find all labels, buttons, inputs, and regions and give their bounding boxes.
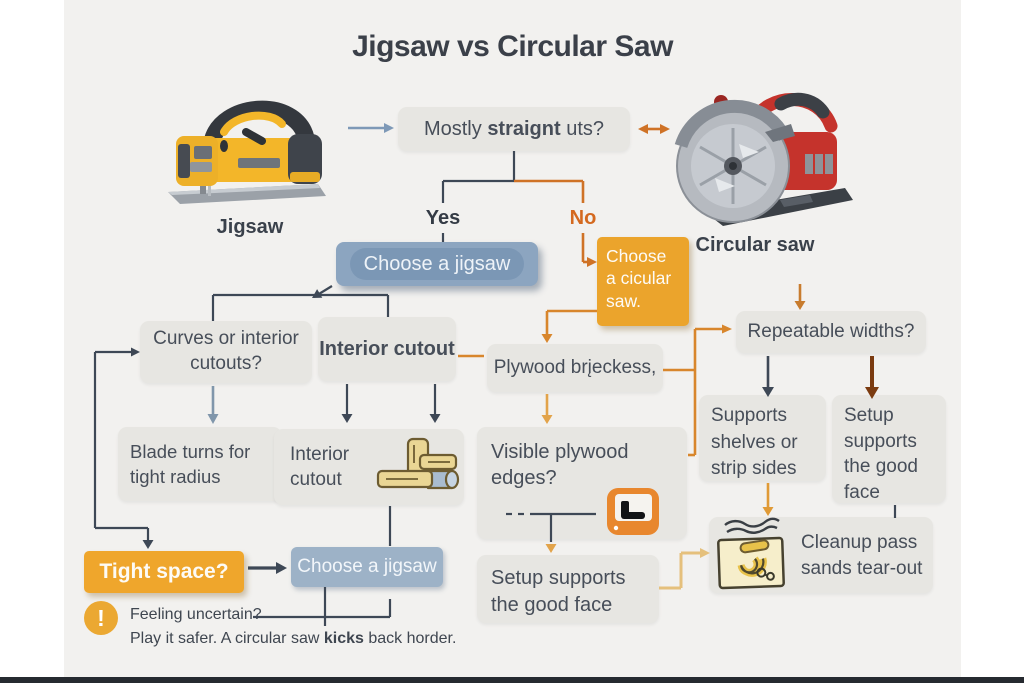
footnote-line1: Feeling uncertain? [130, 606, 262, 623]
interior-cutout-result-label: Interior cutout [290, 444, 350, 490]
footnote-line2: Play it safer. A circular saw kicks back… [130, 630, 456, 648]
node-plywood-thickness: Plywood brįeckess, [487, 344, 663, 392]
footnote-line2-bold: kicks [323, 630, 364, 647]
tight-space-label: Tight space? [99, 560, 229, 583]
warning-icon: ! [84, 601, 118, 635]
footnote-line2-pre: Play it safer. A circular saw [130, 630, 324, 647]
circular-saw-tool-image [674, 92, 853, 226]
wood-stack-icon [376, 437, 460, 490]
plywood-thickness-label: Plywood brįeckess, [493, 357, 657, 378]
cleanup-pass-label: Cleanup pass sands tear-out [801, 532, 923, 579]
node-choose-jigsaw-secondary: Choose a jigsaw [291, 547, 443, 587]
bottom-border-bar [0, 677, 1024, 683]
curves-question-label: Curves or interior cutouts? [153, 328, 299, 374]
setup-supports-mid-label: Setup supports the good face [491, 567, 626, 616]
node-choose-jigsaw-primary: Choose a jigsaw [336, 242, 538, 286]
node-repeatable-widths: Repeatable widths? [736, 311, 926, 353]
node-blade-turns: Blade turns for tight radius [118, 427, 282, 501]
circular-saw-label: Circular saw [695, 234, 815, 256]
warning-glyph: ! [97, 604, 105, 631]
repeatable-widths-label: Repeatable widths? [747, 321, 915, 342]
interior-cutout-question-label: Interior cutout [319, 337, 455, 360]
choose-jigsaw-secondary-label: Choose a jigsaw [297, 556, 437, 577]
root-text-post: uts? [560, 117, 605, 140]
root-text-pre: Mostly [423, 117, 488, 140]
footnote-line2-post: back horder. [363, 630, 457, 647]
supports-shelves-label: Supports shelves or strip sides [711, 405, 798, 480]
visible-plywood-edges-label: Visible plywood edges? [491, 441, 629, 489]
choose-jigsaw-primary-label: Choose a jigsaw [350, 248, 524, 280]
node-tight-space: Tight space? [84, 551, 244, 593]
node-supports-shelves: Supports shelves or strip sides [699, 395, 826, 481]
node-setup-supports-right: Setup supports the good face [832, 395, 946, 503]
root-text-bold: straignt [487, 117, 561, 140]
setup-supports-right-label: Setup supports the good face [844, 405, 918, 503]
jigsaw-label: Jigsaw [216, 216, 284, 238]
branch-label-yes: Yes [425, 207, 461, 229]
hand-plane-icon [607, 488, 659, 535]
branch-label-no: No [569, 207, 597, 229]
blade-turns-label: Blade turns for tight radius [130, 441, 251, 487]
choose-circular-saw-label: Choose a cicular saw. [606, 246, 672, 311]
node-setup-supports-mid: Setup supports the good face [477, 555, 659, 623]
jigsaw-tool-image [168, 100, 326, 204]
node-interior-cutout-question: Interior cutout [318, 317, 456, 381]
node-choose-circular-saw: Choose a cicular saw. [597, 237, 689, 326]
wood-shaving-icon [717, 517, 785, 590]
node-mostly-straight-cuts: Mostly straignt uts? [398, 107, 630, 151]
page-title: Jigsaw vs Circular Saw [352, 30, 673, 63]
node-curves-question: Curves or interior cutouts? [140, 321, 312, 383]
